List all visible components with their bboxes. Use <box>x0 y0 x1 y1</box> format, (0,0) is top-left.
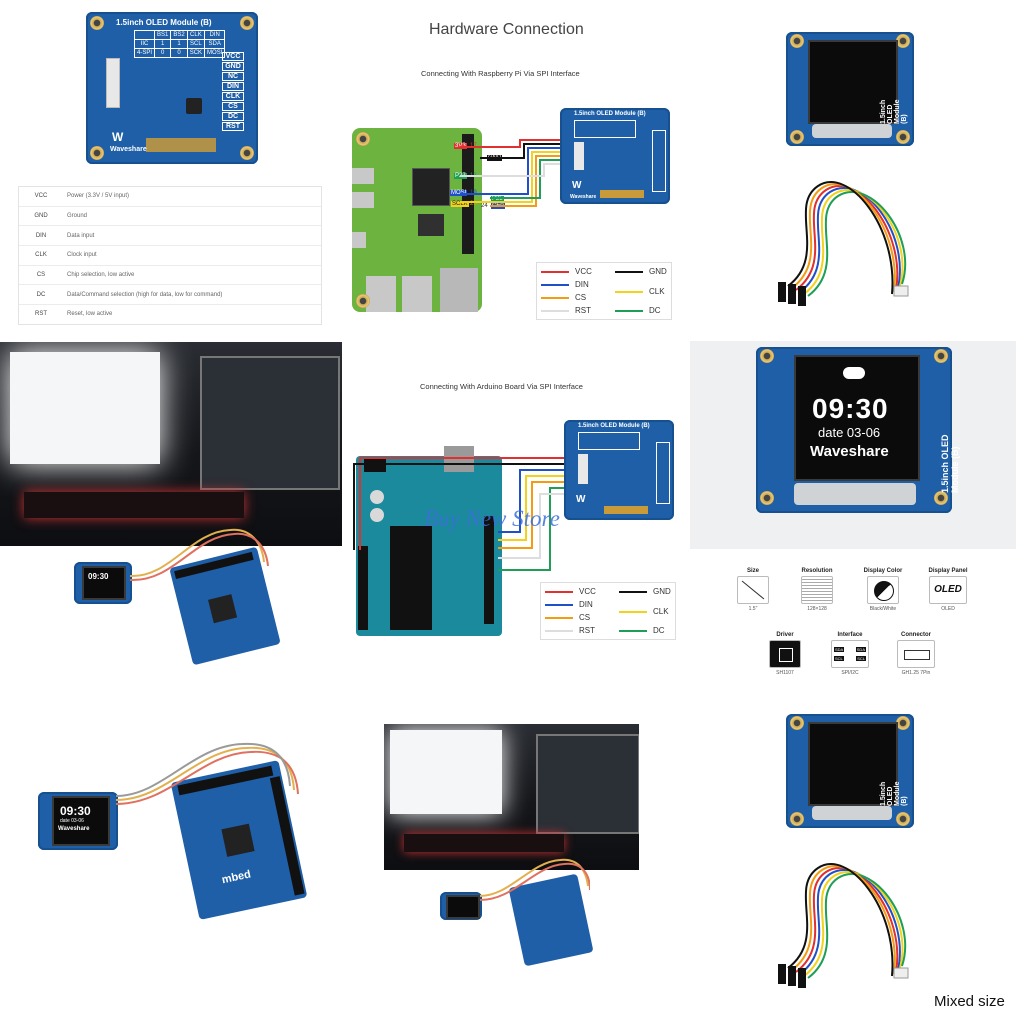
cloud-rain-icon <box>843 367 865 379</box>
cable-demo-1 <box>130 528 269 582</box>
rpi-pin-n23: 23 <box>470 201 477 207</box>
feature-interface: Interface SDA SCL SDA SCL SPI/I2C <box>826 632 874 676</box>
module-front-photo-1: 1.5inch OLED Module (B) <box>786 32 914 146</box>
waveshare-logo-icon: W <box>112 130 124 144</box>
cable-demo-3 <box>480 858 590 901</box>
feature-display-color: Display Color Black/White <box>863 568 903 612</box>
cable-bundle-2 <box>778 863 909 988</box>
module-demo-small-3 <box>440 892 482 920</box>
cable-demo-2 <box>116 742 299 805</box>
hardware-title: Hardware Connection <box>429 21 584 38</box>
arduino-board <box>356 446 502 636</box>
module-diagram-arduino: 1.5inch OLED Module (B) W <box>564 420 674 520</box>
desk-photo-1 <box>0 342 342 546</box>
raspberry-pi-board <box>352 128 482 312</box>
oled-demo-panel: 09:30 date 03-06 Waveshare 1.5inch OLED … <box>690 341 1016 549</box>
rpi-caption: Connecting With Raspberry Pi Via SPI Int… <box>421 69 580 78</box>
wire-legend-arduino: VCC GND DIN CLK CS RST DC <box>540 582 676 640</box>
module-diagram-rpi: 1.5inch OLED Module (B) W Waveshare <box>560 108 670 204</box>
oled-brand: Waveshare <box>810 443 889 460</box>
feature-display-panel: Display Panel OLED OLED <box>928 568 968 612</box>
footer-caption: Mixed size <box>934 993 1005 1010</box>
rpi-pin-mosi: MOSI <box>450 190 468 196</box>
fpc-strip <box>146 138 216 152</box>
oled-date: date 03-06 <box>818 425 881 440</box>
connector-gh125 <box>106 58 120 108</box>
oled-time: 09:30 <box>812 393 889 424</box>
module-silk-title: 1.5inch OLED Module (B) <box>116 18 212 27</box>
arduino-caption: Connecting With Arduino Board Via SPI In… <box>420 382 583 391</box>
rpi-pin-sclk: SCLK <box>451 201 469 207</box>
module-brand: Waveshare <box>110 146 147 153</box>
watermark: Buy New Store <box>424 506 560 531</box>
feature-size: Size 1.5" <box>730 568 776 612</box>
rpi-pin-n24: 24 <box>481 203 488 209</box>
arduino-wires <box>353 457 578 571</box>
module-demo-small-1: 09:30 <box>74 562 132 604</box>
cable-bundle-1 <box>778 181 909 306</box>
feature-resolution: Resolution 128×128 <box>801 568 833 612</box>
wire-legend-rpi: VCC GND DIN CLK CS RST DC <box>536 262 672 320</box>
module-demo-photo-2: 09:30 date 03-06 Waveshare <box>38 792 118 850</box>
ic-chip <box>186 98 202 114</box>
side-pin-labels: VCC GND NC DIN CLK CS DC RST <box>222 52 244 131</box>
feature-connector: Connector GH1.25 7Pin <box>890 632 942 676</box>
module-front-photo-2: 1.5inch OLED Module (B) <box>786 714 914 828</box>
feature-driver: Driver SH1107 <box>762 632 808 676</box>
desk-photo-2 <box>384 724 639 870</box>
